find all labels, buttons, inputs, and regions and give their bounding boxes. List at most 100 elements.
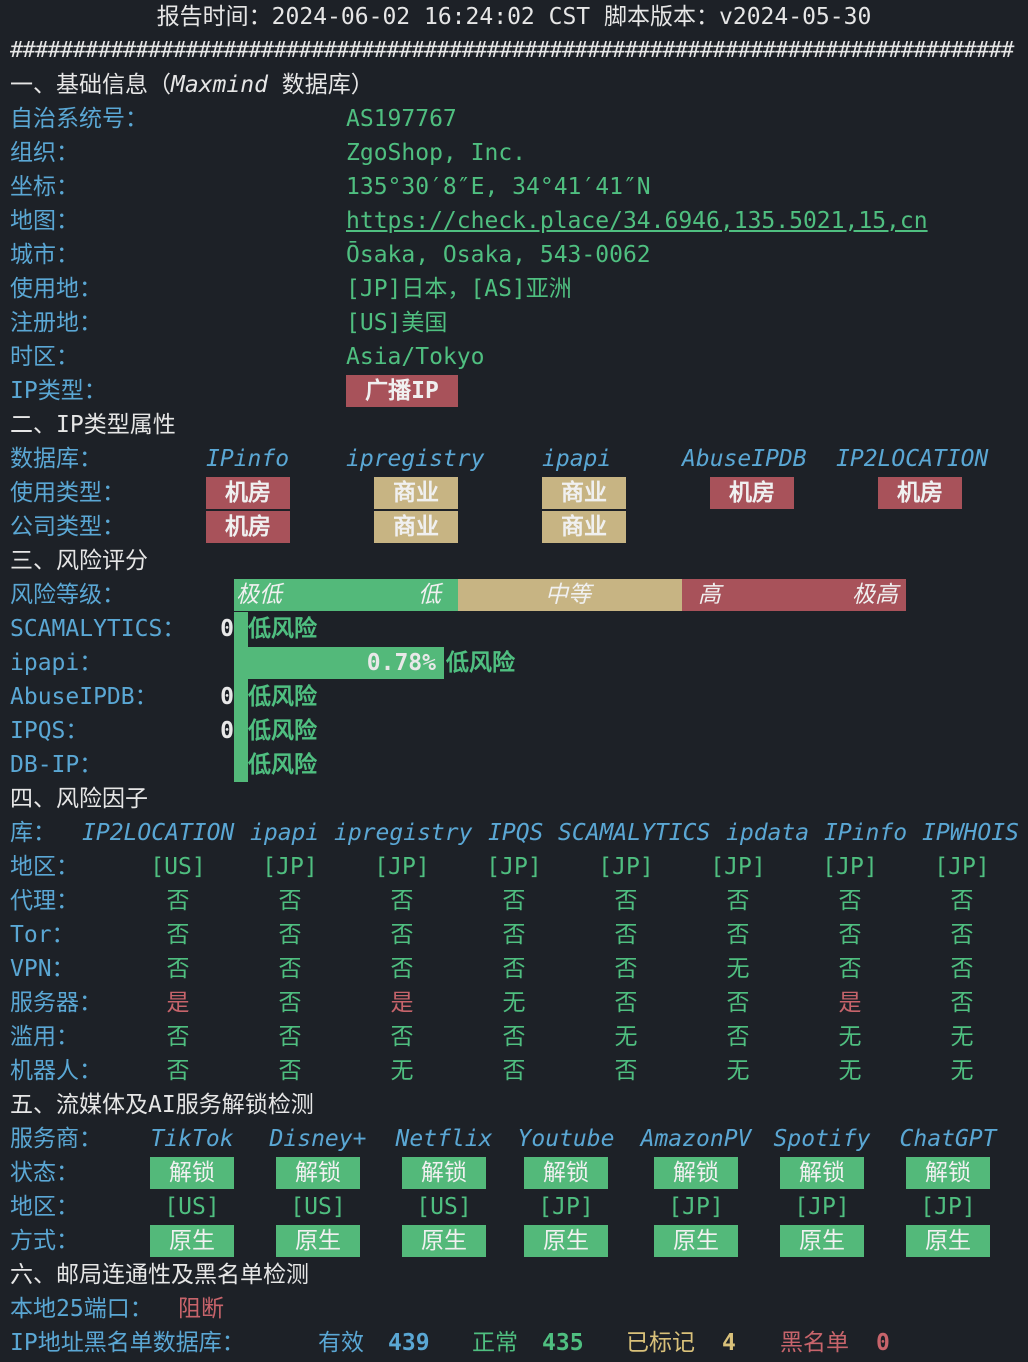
factor-value: [JP] [822, 854, 878, 880]
factor-value: 是 [166, 990, 190, 1016]
factor-value: 否 [166, 922, 190, 948]
factor-value: 否 [278, 1058, 302, 1084]
factor-row: 滥用：否否否否无否无无 [0, 1020, 1028, 1054]
info-row: 时区： Asia/Tokyo [0, 340, 1028, 374]
blacklist-row: IP地址黑名单数据库： 有效 439 正常 435 已标记 4 黑名单 0 [0, 1326, 1028, 1360]
factor-row: 代理：否否否否否否否否 [0, 884, 1028, 918]
divider: ########################################… [10, 38, 1014, 63]
factor-value: [JP] [934, 854, 990, 880]
risk-text: 低风险 [248, 684, 317, 710]
risk-level-veryhigh: 极高 [852, 582, 898, 608]
service-region: [JP] [668, 1194, 724, 1220]
factor-value: 是 [390, 990, 414, 1016]
db-name-1: ipregistry [346, 446, 485, 472]
factor-value: 否 [390, 1024, 414, 1050]
info-value: Ōsaka, Osaka, 543-0062 [346, 242, 651, 268]
info-label: 注册地： [10, 310, 102, 336]
info-value: Asia/Tokyo [346, 344, 485, 370]
risk-row-ipqs: IPQS： 0 低风险 [0, 714, 1028, 748]
factor-value: 否 [166, 956, 190, 982]
service-region: [US] [290, 1194, 346, 1220]
method-badge: 原生 [906, 1225, 990, 1257]
risk-row-label: AbuseIPDB： [10, 684, 158, 710]
factor-value: 无 [390, 1058, 414, 1084]
factor-value: 否 [390, 956, 414, 982]
service-name: Spotify [773, 1126, 871, 1152]
marked-label: 已标记 [626, 1330, 695, 1356]
risk-text: 低风险 [248, 718, 317, 744]
unlock-badge: 解锁 [150, 1157, 234, 1189]
factor-label: 地区： [10, 854, 79, 880]
info-label: 使用地： [10, 276, 102, 302]
info-label: 城市： [10, 242, 79, 268]
normal-label: 正常 [472, 1330, 518, 1356]
usage-badge: 商业 [374, 477, 458, 509]
info-label: 时区： [10, 344, 79, 370]
valid-label: 有效 [318, 1330, 364, 1356]
service-name: ChatGPT [899, 1126, 997, 1152]
service-region: [US] [164, 1194, 220, 1220]
risk-level-verylow: 极低 [236, 582, 282, 608]
factor-value: 否 [726, 888, 750, 914]
factor-value: 否 [838, 888, 862, 914]
service-name: Disney+ [269, 1126, 367, 1152]
method-badge: 原生 [150, 1225, 234, 1257]
lib-name: IPinfo [824, 820, 908, 846]
section3-title: 三、风险评分 [10, 548, 148, 574]
section1-title-end: 数据库） [267, 72, 374, 98]
service-name: Netflix [395, 1126, 493, 1152]
lib-label: 库： [10, 820, 56, 846]
factor-value: 否 [726, 990, 750, 1016]
risk-score: 0 [220, 718, 234, 744]
lib-name: ipregistry [334, 820, 473, 846]
port25-label: 本地25端口： [10, 1296, 153, 1322]
factor-value: 否 [278, 922, 302, 948]
factor-value: [JP] [374, 854, 430, 880]
unlock-badge: 解锁 [780, 1157, 864, 1189]
risk-level-high: 高 [698, 582, 721, 608]
blacklist-label: IP地址黑名单数据库： [10, 1330, 245, 1356]
info-row: 自治系统号：AS197767 [0, 102, 1028, 136]
service-region: [JP] [794, 1194, 850, 1220]
company-row: 公司类型： 机房商业商业 [0, 510, 1028, 544]
map-link[interactable]: https://check.place/34.6946,135.5021,15,… [346, 208, 928, 234]
ip-type-badge: 广播IP [346, 375, 458, 407]
factor-value: 否 [278, 990, 302, 1016]
factor-value: 否 [950, 922, 974, 948]
unlock-badge: 解锁 [402, 1157, 486, 1189]
info-value: 135°30′8″E, 34°41′41″N [346, 174, 651, 200]
factor-value: 否 [614, 990, 638, 1016]
service-region: [JP] [920, 1194, 976, 1220]
unlock-badge: 解锁 [654, 1157, 738, 1189]
risk-score: 0 [220, 684, 234, 710]
usage-badge: 商业 [542, 477, 626, 509]
risk-score: 0 [220, 616, 234, 642]
info-value: ZgoShop, Inc. [346, 140, 527, 166]
risk-text: 低风险 [446, 650, 515, 676]
info-value: [JP]日本，[AS]亚洲 [346, 276, 572, 302]
risk-row-scamalytics: SCAMALYTICS： 0 低风险 [0, 612, 1028, 646]
risk-score: 0.78% [366, 650, 436, 676]
lib-name: IPWHOIS [922, 820, 1019, 846]
provider-label: 服务商： [10, 1126, 102, 1152]
usage-row: 使用类型： 机房商业商业机房机房 [0, 476, 1028, 510]
factor-value: [JP] [598, 854, 654, 880]
risk-level-low: 低 [418, 582, 441, 608]
db-name-3: AbuseIPDB [682, 446, 807, 472]
risk-band-mid [458, 579, 682, 611]
factor-value: 否 [950, 956, 974, 982]
method-badge: 原生 [780, 1225, 864, 1257]
company-badge: 机房 [206, 511, 290, 543]
info-row: 组织：ZgoShop, Inc. [0, 136, 1028, 170]
risk-row-dbip: DB-IP： 低风险 [0, 748, 1028, 782]
factor-value: [US] [150, 854, 206, 880]
valid-count: 439 [388, 1330, 430, 1356]
factor-value: 无 [950, 1058, 974, 1084]
risk-level-row: 风险等级： 极低 低 中等 高 极高 [0, 578, 1028, 612]
method-badge: 原生 [654, 1225, 738, 1257]
method-row: 方式： 原生原生原生原生原生原生原生 [0, 1224, 1028, 1258]
service-region: [US] [416, 1194, 472, 1220]
service-name: Youtube [517, 1126, 615, 1152]
section6-title: 六、邮局连通性及黑名单检测 [10, 1262, 309, 1288]
